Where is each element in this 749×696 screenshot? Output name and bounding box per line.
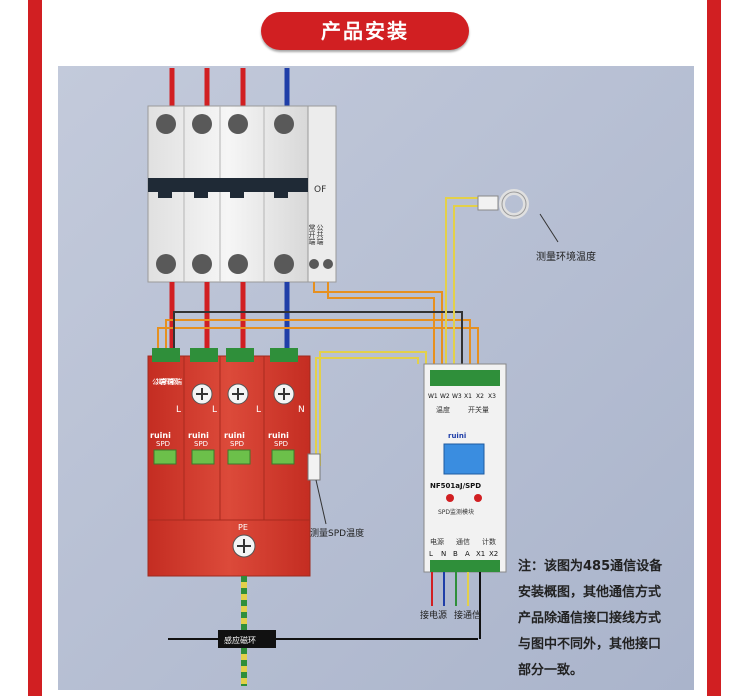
env-temp-probe: 测量环境温度 (477, 189, 596, 263)
note-line-3: 产品除通信接口接线方式 (518, 610, 661, 626)
svg-text:A: A (465, 550, 470, 558)
spd-text-2: SPD (194, 440, 208, 448)
spd-temp-sensor: 测量SPD温度 (307, 453, 364, 539)
module-model: NF501aJ/SPD (430, 482, 481, 490)
spd-aux-label: 公共端 常开端 常闭端 (152, 377, 182, 386)
spd-text-3: SPD (230, 440, 244, 448)
spd-text-1: SPD (156, 440, 170, 448)
installation-diagram: OF 公共端 常开端 测量环境温度 (58, 66, 694, 690)
module-brand: ruini (448, 432, 466, 440)
monitoring-module: W1 W2 W3 X1 X2 X3 温度 开关量 ruini NF501aJ/S… (423, 363, 507, 573)
induction-ring (218, 630, 276, 648)
ring-label: 感应磁环 (224, 635, 256, 645)
spd-terminal-blocks (152, 348, 298, 362)
page-title: 产品安装 (261, 12, 469, 50)
svg-text:W3: W3 (452, 393, 462, 400)
note-line-1: 注：该图为485通信设备 (518, 558, 663, 574)
spd-brand-1: ruini (150, 431, 171, 440)
spd-temp-label: 测量SPD温度 (310, 527, 364, 539)
svg-text:通信: 通信 (456, 537, 470, 546)
module-led-1 (446, 494, 454, 502)
module-top-terminals: W1 W2 W3 X1 X2 X3 (428, 393, 496, 400)
module-bottom-terminals: L N B A X1 X2 (429, 550, 498, 558)
breaker-aux-terminal2-label: 常开端 (308, 223, 316, 246)
bottom-group-labels: 电源 通信 计数 (430, 537, 496, 546)
breaker-of-label: OF (314, 185, 326, 195)
svg-text:计数: 计数 (482, 537, 496, 546)
pole-label-1: L (176, 405, 181, 415)
svg-text:B: B (453, 550, 458, 558)
pole-label-4: N (298, 405, 305, 415)
svg-text:X1: X1 (464, 393, 472, 400)
spd-brand-labels: ruini ruini ruini ruini (150, 431, 289, 440)
power-label: 接电源 (420, 609, 447, 621)
spd-unit: 公共端 常开端 常闭端 L L L N ruini ruini ruini ru… (147, 348, 311, 577)
left-red-border (28, 0, 42, 696)
svg-text:X1: X1 (476, 550, 485, 558)
svg-text:X2: X2 (489, 550, 498, 558)
note-line-2: 安装概图，其他通信方式 (518, 584, 661, 600)
top-group-label-1: 温度 (436, 405, 450, 414)
spd-brand-3: ruini (224, 431, 245, 440)
spd-text-labels: SPD SPD SPD SPD (156, 440, 288, 448)
supply-wires (169, 68, 290, 108)
spd-brand-4: ruini (268, 431, 289, 440)
svg-text:X3: X3 (488, 393, 496, 400)
module-output-wires (431, 572, 481, 639)
control-wiring (157, 197, 488, 466)
svg-text:W1: W1 (428, 393, 438, 400)
module-display (443, 443, 485, 475)
svg-text:N: N (441, 550, 446, 558)
circuit-breaker: OF 公共端 常开端 (147, 105, 337, 283)
top-group-label-2: 开关量 (468, 405, 489, 414)
svg-text:L: L (429, 550, 433, 558)
spd-text-4: SPD (274, 440, 288, 448)
right-red-border (707, 0, 721, 696)
spd-brand-2: ruini (188, 431, 209, 440)
breaker-aux-terminal-label: 公共端 (316, 224, 324, 246)
svg-text:W2: W2 (440, 393, 450, 400)
pe-label: PE (238, 523, 248, 532)
note-line-5: 部分一致。 (518, 662, 583, 678)
module-sub-label: SPD监测模块 (438, 508, 474, 516)
spd-windows (153, 449, 295, 465)
pole-label-2: L (212, 405, 217, 415)
earth-wire: 感应磁环 (168, 576, 478, 686)
note-block: 注：该图为485通信设备 安装概图，其他通信方式 产品除通信接口接线方式 与图中… (518, 558, 663, 678)
pole-label-3: L (256, 405, 261, 415)
svg-text:X2: X2 (476, 393, 484, 400)
note-line-4: 与图中不同外，其他接口 (518, 636, 661, 652)
comm-label: 接通信 (454, 609, 481, 621)
env-temp-label: 测量环境温度 (536, 250, 596, 263)
svg-text:电源: 电源 (430, 537, 444, 546)
module-led-2 (474, 494, 482, 502)
